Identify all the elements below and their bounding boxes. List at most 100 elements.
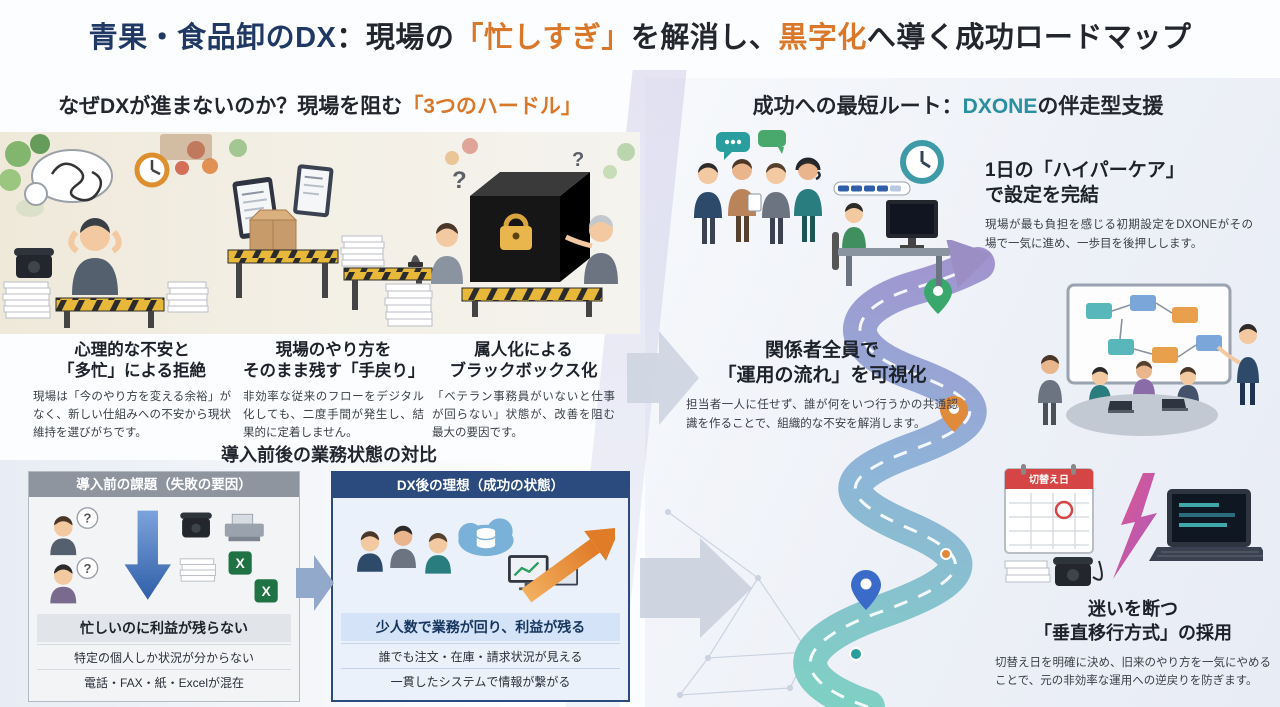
right-header-brand: DXONE [962,95,1038,118]
produce-market-backdrop [0,134,635,217]
road-path [793,247,995,707]
title-segment-brand: 青果・食品卸のDX [88,22,337,54]
clock-icon [134,152,170,188]
before-box: 導入前の課題（失敗の要因） ? [28,471,300,702]
road-dot-teal [849,647,863,661]
scene-overwhelmed-worker [2,149,209,328]
before-point: 特定の個人しか状況が分からない [37,644,291,669]
excel-icon: X [228,551,253,575]
laptop-icon [1149,489,1263,561]
seated-person-figure [832,203,866,270]
road-centerline [808,262,979,707]
right-header-text: 成功への最短ルート： [752,95,963,118]
after-point: 一貫したシステムで情報が繋がる [341,668,620,693]
step-1-desc: 現場が最も負担を感じる初期設定をDXONEがその場で一気に進め、一歩目を後押しし… [985,219,1253,250]
step-1-title: 1日の「ハイパーケア」 で設定を完結 [985,160,1185,207]
flowchart-screen [1066,283,1232,385]
rotary-phone-icon [14,248,54,278]
rotary-phone-icon [180,512,213,538]
title-segment: へ導く成功ロードマップ [866,22,1192,54]
support-person-figure [728,159,762,242]
standing-person-figure [1038,355,1062,425]
speech-bubble-icon [758,130,786,154]
comparison-heading: 導入前後の業務状態の対比 [221,445,437,465]
hurdle-3-block: 属人化による ブラックボックス化 「ベテラン事務員がいないと仕事が回らない」状態… [432,340,615,442]
question-bubble-icon: ? [76,557,99,580]
caution-barrier [461,287,603,317]
before-box-title: 導入前の課題（失敗の要因） [29,472,299,497]
seated-attendee-figure [1133,361,1155,397]
before-after-arrow [296,555,336,611]
step-2-block: 関係者全員で 「運用の流れ」を可視化 担当者一人に任せず、誰が何をいつ行うかの共… [686,338,958,433]
after-box-rows: 少人数で業務が回り、利益が残る 誰でも注文・在庫・請求状況が見える 一貫したシス… [333,613,628,700]
stamp-icon [408,255,423,267]
hurdle-2-block: 現場のやり方を そのまま残す「手戻り」 非効率な従来のフローをデジタル化しても、… [243,340,425,442]
title-segment: ：現場の [336,22,455,54]
title-segment: を解消し、 [630,22,779,54]
right-header-text2: の伴走型支援 [1037,95,1164,118]
before-box-illustration: ? ? [29,497,299,614]
svg-text:?: ? [84,561,92,576]
paper-stack-icon [340,235,385,267]
hurdle-1-block: 心理的な不安と 「多忙」による拒絶 現場は「今のやり方を変える余裕」がなく、新し… [33,340,231,442]
step-3-title: 迷いを断つ 「垂直移行方式」の採用 [1034,599,1232,643]
location-pin-green [924,278,952,314]
person-figure [431,223,463,284]
confused-person-figure [50,564,77,604]
before-box-rows: 忙しいのに利益が残らない 特定の個人しか状況が分からない 電話・FAX・紙・Ex… [29,614,299,701]
support-person-figure [694,163,722,244]
hurdle-2-desc: 非効率な従来のフローをデジタル化しても、二度手間が発生し、結果的に定着しません。 [243,390,424,439]
page-title: 青果・食品卸のDX：現場の「忙しすぎ」を解消し、黒字化へ導く成功ロードマップ [0,14,1280,56]
question-mark: ? [572,149,584,171]
monitor-icon [886,200,938,249]
paper-stack-icon [166,281,209,313]
road-dot-orange [940,548,952,560]
support-team-illustration [688,130,966,294]
team-person-figure [357,531,383,572]
scene-paper-workflows [227,164,433,327]
desk [838,248,950,286]
step-2-desc: 担当者一人に任せず、誰が何をいつ行うかの共通認識を作ることで、組織的な不安を解消… [686,399,958,430]
paper-stack-icon [180,558,217,582]
hurdle-1-desc: 現場は「今のやり方を変える余裕」がなく、新しい仕組みへの不安から現状維持を選びが… [33,390,231,439]
step-3-desc: 切替え日を明確に決め、旧来のやり方を一気にやめることで、元の非効率な運用への逆戻… [995,656,1271,687]
clock-icon [900,140,944,184]
support-person-headset-figure [794,157,822,242]
rotary-phone-icon [1053,557,1103,586]
caution-barrier [55,297,165,328]
scene-black-box: ? ? [431,149,618,317]
switch-date-circle [1054,500,1074,520]
paper-stack-icon [2,281,51,319]
after-box-illustration [333,498,628,613]
svg-text:X: X [262,583,272,599]
cloud-database-icon [458,518,514,557]
step-3-block: 迷いを断つ 「垂直移行方式」の採用 切替え日を明確に決め、旧来のやり方を一気にや… [995,598,1271,690]
laptop-icon [1108,401,1134,413]
support-person-figure [762,163,790,244]
paper-stack-icon [384,283,433,327]
growth-arrow [521,527,615,603]
svg-text:X: X [236,555,246,571]
elderly-person-figure [564,215,618,284]
location-pin-blue [851,570,881,610]
hurdle-2-title: 現場のやり方を そのまま残す「手戻り」 [243,341,425,381]
question-mark: ? [452,167,467,194]
hurdle-3-title: 属人化による ブラックボックス化 [449,341,598,381]
after-point: 誰でも注文・在庫・請求状況が見える [341,643,620,668]
before-point: 電話・FAX・紙・Excelが混在 [37,669,291,694]
presenter-figure [1216,324,1259,405]
right-section-header: 成功への最短ルート：DXONEの伴走型支援 [662,90,1254,120]
excel-icon: X [254,579,279,603]
tablet-icon [293,164,334,218]
hurdle-1-title: 心理的な不安と 「多忙」による拒絶 [57,341,206,381]
thought-cloud-icon [24,149,113,206]
after-highlight: 少人数で業務が回り、利益が残る [341,613,620,641]
after-box: DX後の理想（成功の状態） [331,471,630,702]
road-entry-arrow [640,538,752,638]
speech-bubble-icon [716,132,750,160]
before-highlight: 忙しいのに利益が残らない [37,614,291,642]
caution-barrier-desk [227,249,339,298]
team-person-figure [425,533,452,574]
roadmap-road [640,240,1280,707]
